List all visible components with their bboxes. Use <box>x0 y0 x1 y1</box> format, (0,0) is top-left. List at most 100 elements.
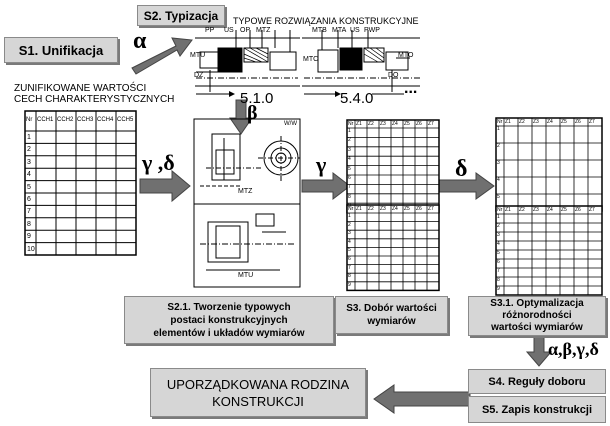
typical-code-left: 5.1.0 <box>240 90 274 107</box>
selection-header-cell: Z4 <box>392 121 398 127</box>
greek-gamma: γ <box>316 152 327 177</box>
typical-ellipsis: ... <box>404 80 418 97</box>
step-s4-label: S4. Reguły doboru <box>488 375 586 388</box>
selection-row-number: 5 <box>348 247 351 254</box>
unified-row-number: 9 <box>27 233 31 241</box>
optimized-row-number: 1 <box>497 214 500 220</box>
optimized-header-cell: Z2 <box>519 207 525 213</box>
unified-row-number: 10 <box>27 245 35 253</box>
selection-row-number: 3 <box>348 230 351 237</box>
unified-row-number: 1 <box>27 134 31 141</box>
selection-header-cell: Nr <box>348 206 354 212</box>
unified-header-cell: CCH5 <box>117 117 134 123</box>
typical-label-right: MTO <box>398 52 414 59</box>
step-s2-box: S2. Typizacja <box>137 5 225 26</box>
step-s3-line2: wymiarów <box>367 316 416 327</box>
optimized-row-number: 8 <box>497 277 500 283</box>
optimized-header-cell: Z3 <box>533 207 539 213</box>
unified-row-number: 6 <box>27 196 31 203</box>
unified-header-cell: CCH2 <box>57 117 74 123</box>
result-line1: UPORZĄDKOWANA RODZINA <box>166 376 350 392</box>
optimized-row-number: 4 <box>497 177 500 183</box>
arrow-beta <box>229 99 253 135</box>
optimized-header-cell: Z5 <box>561 119 567 125</box>
step-s1-box: S1. Unifikacja <box>4 37 118 63</box>
unified-row-number: 8 <box>27 220 31 228</box>
selection-header-cell: Z1 <box>356 206 362 212</box>
optimized-header-cell: Nr <box>497 207 503 213</box>
typical-label-left: US <box>224 27 234 34</box>
optimized-row-number: 5 <box>497 250 500 256</box>
typical-label-left: OP <box>240 27 251 34</box>
arrow-result <box>373 384 471 414</box>
selection-row-number: 8 <box>348 193 351 200</box>
sketch-top-label: MTZ <box>238 188 253 195</box>
typical-solutions-title: TYPOWE ROZWIĄZANIA KONSTRUKCYJNE <box>233 16 419 26</box>
optimized-header-cell: Z2 <box>519 119 525 125</box>
selection-header-cell: Z5 <box>404 121 410 127</box>
selection-row-number: 9 <box>348 281 351 288</box>
optimized-row-number: 9 <box>497 286 500 292</box>
unified-row-number: 5 <box>27 183 31 191</box>
selection-row-number: 5 <box>348 165 351 172</box>
arrow-delta <box>436 172 495 200</box>
optimized-header-cell: Z3 <box>533 119 539 125</box>
unified-row-number: 7 <box>27 208 31 216</box>
optimized-header-cell: Z7 <box>589 207 595 213</box>
unified-header-cell: Nr <box>26 117 33 123</box>
optimized-row-number: 3 <box>497 232 500 238</box>
greek-delta: δ <box>455 156 468 182</box>
arrow-alpha <box>131 37 193 75</box>
selection-header-cell: Z7 <box>428 206 434 212</box>
optimized-header-cell: Z1 <box>505 119 511 125</box>
arrow-down <box>525 335 553 367</box>
typical-label-left: PP <box>205 27 215 34</box>
optimized-row-number: 6 <box>497 259 500 265</box>
optimized-header-cell: Z4 <box>547 119 553 125</box>
optimized-table <box>495 117 603 296</box>
typical-label-left: MTZ <box>256 27 271 34</box>
selection-row-number: 4 <box>348 238 351 245</box>
step-s1-label: S1. Unifikacja <box>18 42 104 58</box>
selection-header-cell: Z2 <box>368 206 374 212</box>
selection-header-cell: Z6 <box>416 121 422 127</box>
typical-label-right: DO <box>388 72 399 79</box>
typical-form-sketch <box>193 118 301 288</box>
result-line2: KONSTRUKCJI <box>212 393 304 409</box>
optimized-row-number: 5 <box>497 194 500 200</box>
selection-row-number: 7 <box>348 184 351 191</box>
step-s21-box: S2.1. Tworzenie typowych postaci konstru… <box>124 296 334 344</box>
unified-header-cell: CCH1 <box>37 117 54 123</box>
arrow-gamma <box>301 171 351 201</box>
selection-header-cell: Z3 <box>380 206 386 212</box>
typical-code-right: 5.4.0 <box>340 90 374 107</box>
selection-row-number: 1 <box>348 128 351 134</box>
selection-header-cell: Z4 <box>392 206 398 212</box>
selection-header-cell: Nr <box>348 121 354 127</box>
selection-row-number: 7 <box>348 264 351 271</box>
step-s3-line1: S3. Dobór wartości <box>346 303 437 314</box>
selection-row-number: 1 <box>348 213 351 219</box>
typical-label-right: MTC <box>303 56 319 63</box>
optimized-header-cell: Z1 <box>505 207 511 213</box>
selection-header-cell: Z5 <box>404 206 410 212</box>
optimized-row-number: 4 <box>497 241 500 247</box>
step-s5-box: S5. Zapis konstrukcji <box>468 396 606 423</box>
step-s31-line3: wartości wymiarów <box>491 322 583 333</box>
step-s21-line2: postaci konstrukcyjnych <box>170 314 288 326</box>
greek-alpha: α <box>133 28 147 54</box>
step-s31-box: S3.1. Optymalizacja różnorodności wartoś… <box>468 296 606 336</box>
optimized-header-cell: Z6 <box>575 207 581 213</box>
optimized-row-number: 3 <box>497 160 500 166</box>
selection-row-number: 4 <box>348 156 351 163</box>
selection-row-number: 9 <box>348 203 351 210</box>
unified-caption-line2: CECH CHARAKTERYSTYCZNYCH <box>14 94 175 105</box>
typical-label-left: DZ <box>194 72 204 79</box>
step-s5-label: S5. Zapis konstrukcji <box>481 403 593 416</box>
selection-header-cell: Z7 <box>428 121 434 127</box>
typical-solutions-drawing <box>195 30 420 97</box>
selection-header-cell: Z6 <box>416 206 422 212</box>
selection-header-cell: Z1 <box>356 121 362 127</box>
